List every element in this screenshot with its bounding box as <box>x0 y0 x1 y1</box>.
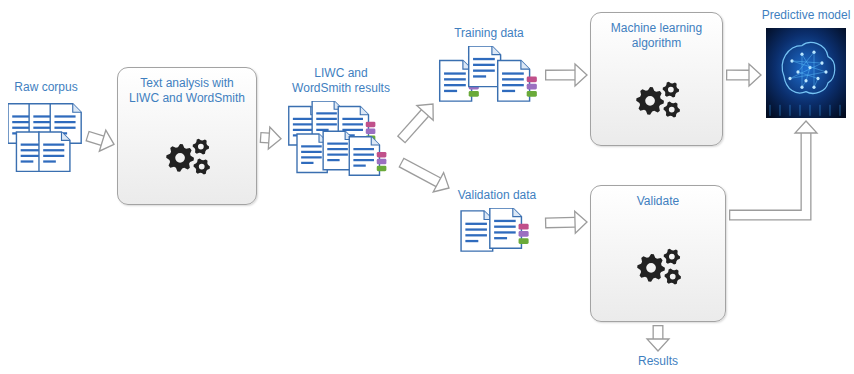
node-caption: Validate <box>591 186 725 209</box>
flow-arrow <box>401 104 433 140</box>
flow-arrow <box>726 64 761 86</box>
node-caption: Validation data <box>452 188 542 203</box>
process-box: Text analysis with LIWC and WordSmith <box>117 67 257 205</box>
process-box: Machine learning algorithm <box>590 12 723 146</box>
brain-image <box>766 28 846 118</box>
process-box: Validate <box>590 185 726 322</box>
node-caption: Machine learning algorithm <box>591 13 722 51</box>
output-label: Results <box>622 354 694 371</box>
gear-icon <box>632 247 684 287</box>
flow-arrow <box>729 121 817 215</box>
data-node: LIWC and WordSmith results <box>284 66 398 178</box>
flow-arrow <box>647 325 669 351</box>
node-caption: Raw corpus <box>8 80 84 95</box>
data-node: Predictive model <box>764 8 848 118</box>
flow-arrow <box>87 130 114 151</box>
gear-icon <box>631 80 683 120</box>
document-stack-icon <box>284 101 398 178</box>
gear-icon <box>161 137 213 177</box>
node-caption: Predictive model <box>758 8 854 23</box>
node-caption: Training data <box>436 26 542 41</box>
data-node: Validation data <box>452 188 542 254</box>
node-caption: LIWC and WordSmith results <box>284 66 398 96</box>
flow-arrow <box>260 127 281 149</box>
flow-arrow <box>545 64 587 86</box>
flow-arrow <box>401 162 449 192</box>
document-stack-icon <box>436 46 542 104</box>
data-node: Raw corpus <box>8 80 84 178</box>
node-caption: Results <box>622 354 694 369</box>
flow-arrow <box>545 211 587 233</box>
document-stack-icon <box>8 100 84 178</box>
document-stack-icon <box>452 208 542 254</box>
node-caption: Text analysis with LIWC and WordSmith <box>118 68 256 106</box>
data-node: Training data <box>436 26 542 104</box>
